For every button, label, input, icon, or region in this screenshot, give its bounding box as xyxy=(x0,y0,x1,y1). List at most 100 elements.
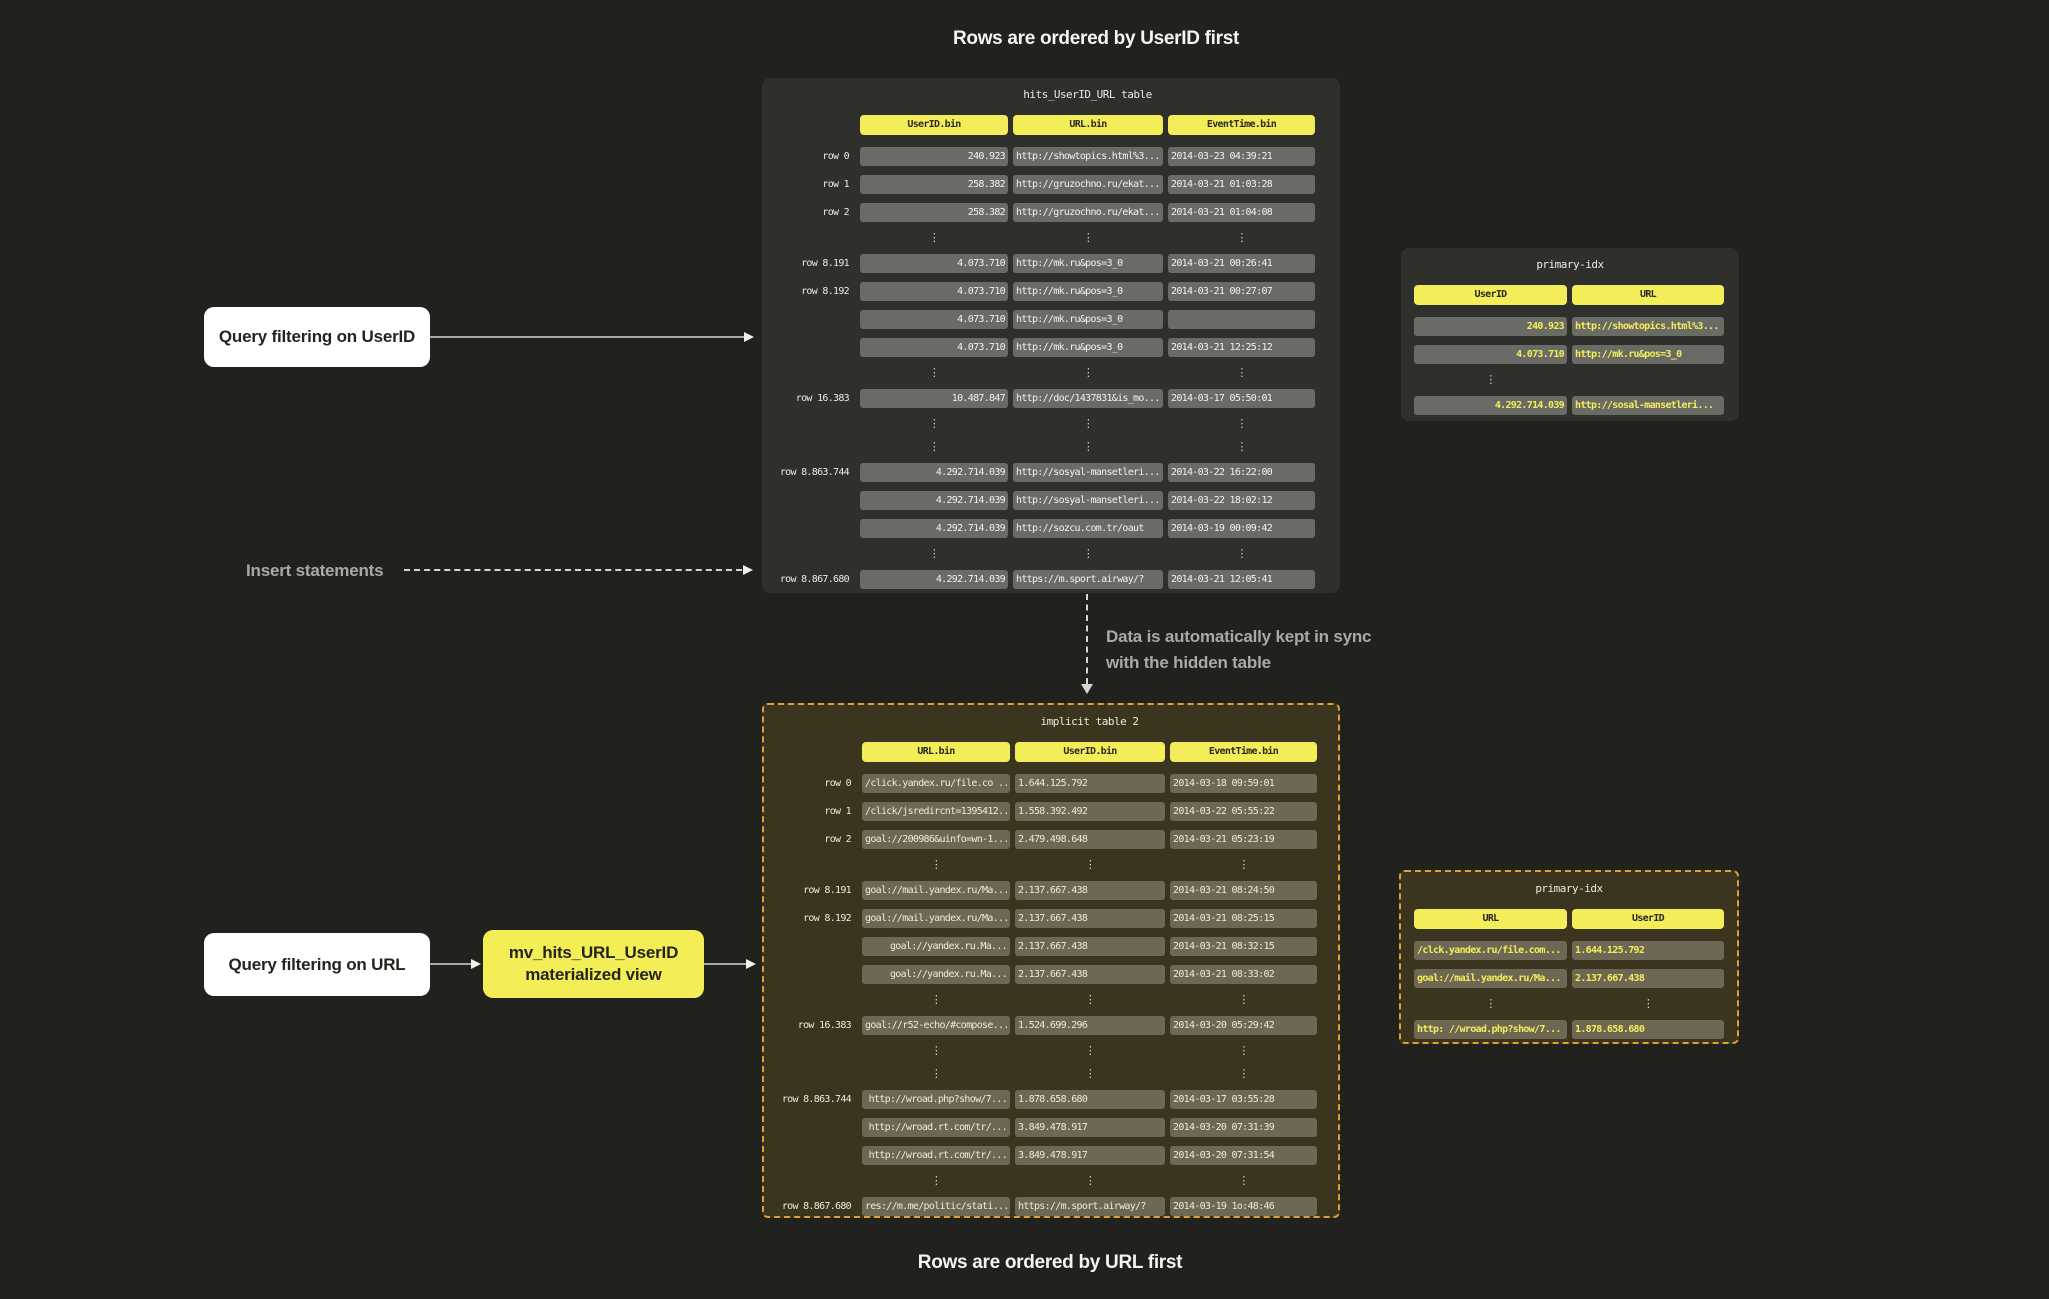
query-url-arrow2-head-icon xyxy=(746,959,756,969)
row-label: row 8.192 xyxy=(801,286,850,297)
table-cell: 2.479.498.648 xyxy=(1015,830,1165,849)
table-cell: 1.644.125.792 xyxy=(1572,941,1724,960)
table-cell: 2.137.667.438 xyxy=(1572,969,1724,988)
vertical-ellipsis: ⋮ xyxy=(1485,997,1496,1010)
table-cell: 2014-03-20 05:29:42 xyxy=(1170,1016,1317,1035)
row-label: row 8.867.680 xyxy=(781,1201,852,1212)
table-cell: 1.878.658.680 xyxy=(1015,1090,1165,1109)
table-cell: http: //wroad.php?show/7... xyxy=(1414,1020,1567,1039)
table-cell: 2014-03-21 08:25:15 xyxy=(1170,909,1317,928)
query-filtering-url-label: Query filtering on URL xyxy=(228,954,406,974)
vertical-ellipsis: ⋮ xyxy=(1642,997,1654,1010)
table-cell: 2014-03-21 00:26:41 xyxy=(1168,254,1315,273)
table-cell: http://mk.ru&pos=3_0 xyxy=(1013,254,1163,273)
dots-row: ⋮⋮ xyxy=(1401,997,1737,1011)
vertical-ellipsis: ⋮ xyxy=(1082,417,1094,430)
row-label-spacer xyxy=(762,115,855,135)
column-header: EventTime.bin xyxy=(1170,742,1317,762)
vertical-ellipsis: ⋮ xyxy=(1238,858,1249,871)
row-label-spacer xyxy=(764,742,857,762)
vertical-ellipsis: ⋮ xyxy=(928,440,940,453)
table-cell: 4.292.714.039 xyxy=(860,491,1008,510)
materialized-view-box: mv_hits_URL_UserID materialized view xyxy=(483,930,704,998)
row-label xyxy=(764,965,857,984)
insert-arrow-dashed-line xyxy=(404,569,742,571)
table-cell: /click.yandex.ru/file.co ... xyxy=(862,774,1010,793)
query-userid-arrow-line xyxy=(430,336,746,338)
table-cell: 2.137.667.438 xyxy=(1015,909,1165,928)
vertical-ellipsis: ⋮ xyxy=(1238,1067,1249,1080)
sync-label-line2: with the hidden table xyxy=(1106,653,1271,672)
column-header: EventTime.bin xyxy=(1168,115,1315,135)
table-title: primary-idx xyxy=(1536,258,1604,271)
dots-row: ⋮⋮⋮ xyxy=(762,366,1340,380)
table-cell: 1.644.125.792 xyxy=(1015,774,1165,793)
vertical-ellipsis: ⋮ xyxy=(930,993,942,1006)
table-cell: res://m.me/politic/stati... xyxy=(862,1197,1010,1216)
table-cell: 2.137.667.438 xyxy=(1015,965,1165,984)
table-row: row 0/click.yandex.ru/file.co ...1.644.1… xyxy=(764,774,1338,793)
sync-arrowhead-icon xyxy=(1081,684,1093,694)
table-cell: http://wroad.rt.com/tr/... xyxy=(862,1118,1010,1137)
column-header: UserID xyxy=(1572,909,1724,929)
table-cell: http://wroad.php?show/7... xyxy=(862,1090,1010,1109)
table-cell: goal://mail.yandex.ru/Ma... xyxy=(1414,969,1567,988)
table-cell: 4.292.714.039 xyxy=(860,463,1008,482)
table-cell: http://doc/1437831&is_mo... xyxy=(1013,389,1163,408)
table-row: row 1/click/jsredircnt=1395412...1.558.3… xyxy=(764,802,1338,821)
table-cell: https://m.sport.airway/? xyxy=(1013,570,1163,589)
table-cell: 4.073.710 xyxy=(860,338,1008,357)
table-row: /clck.yandex.ru/file.com...1.644.125.792 xyxy=(1401,941,1737,960)
table-cell: 2014-03-21 05:23:19 xyxy=(1170,830,1317,849)
table-cell: 240.923 xyxy=(1414,317,1567,336)
sync-label: Data is automatically kept in sync with … xyxy=(1106,624,1372,676)
dots-row: ⋮ xyxy=(1401,373,1739,387)
query-url-arrow1-head-icon xyxy=(471,959,481,969)
table-cell: http://mk.ru&pos=3_0 xyxy=(1013,310,1163,329)
table-cell: goal://yandex.ru.Ma... xyxy=(862,965,1010,984)
table-cell: 2014-03-21 08:24:50 xyxy=(1170,881,1317,900)
table-cell: 2014-03-22 18:02:12 xyxy=(1168,491,1315,510)
table-row: goal://mail.yandex.ru/Ma... 2.137.667.438 xyxy=(1401,969,1737,988)
table-cell: http://mk.ru&pos=3_0 xyxy=(1572,345,1724,364)
vertical-ellipsis: ⋮ xyxy=(1236,231,1247,244)
query-url-arrow2-line xyxy=(704,963,747,965)
insert-arrowhead-icon xyxy=(743,565,753,575)
table-row: row 8.867.680 res://m.me/politic/stati...… xyxy=(764,1197,1338,1216)
table-cell: 10.487.847 xyxy=(860,389,1008,408)
vertical-ellipsis: ⋮ xyxy=(1082,440,1094,453)
row-label xyxy=(762,519,855,538)
table-cell: 258.382 xyxy=(860,175,1008,194)
table-cell: 2014-03-23 04:39:21 xyxy=(1168,147,1315,166)
table-cell: 3.849.478.917 xyxy=(1015,1146,1165,1165)
vertical-ellipsis: ⋮ xyxy=(1084,993,1096,1006)
row-label-spacer xyxy=(762,366,855,380)
query-filtering-url-box: Query filtering on URL xyxy=(204,933,430,996)
table-cell: 2014-03-21 00:27:07 xyxy=(1168,282,1315,301)
vertical-ellipsis: ⋮ xyxy=(1084,1174,1096,1187)
table-cell: 3.849.478.917 xyxy=(1015,1118,1165,1137)
dots-row: ⋮⋮⋮ xyxy=(762,440,1340,454)
vertical-ellipsis: ⋮ xyxy=(1236,547,1247,560)
row-label: row 8.867.680 xyxy=(779,574,850,585)
vertical-ellipsis: ⋮ xyxy=(928,231,940,244)
vertical-ellipsis: ⋮ xyxy=(1236,366,1247,379)
dots-row: ⋮⋮⋮ xyxy=(762,417,1340,431)
table-cell: 4.073.710 xyxy=(1414,345,1567,364)
